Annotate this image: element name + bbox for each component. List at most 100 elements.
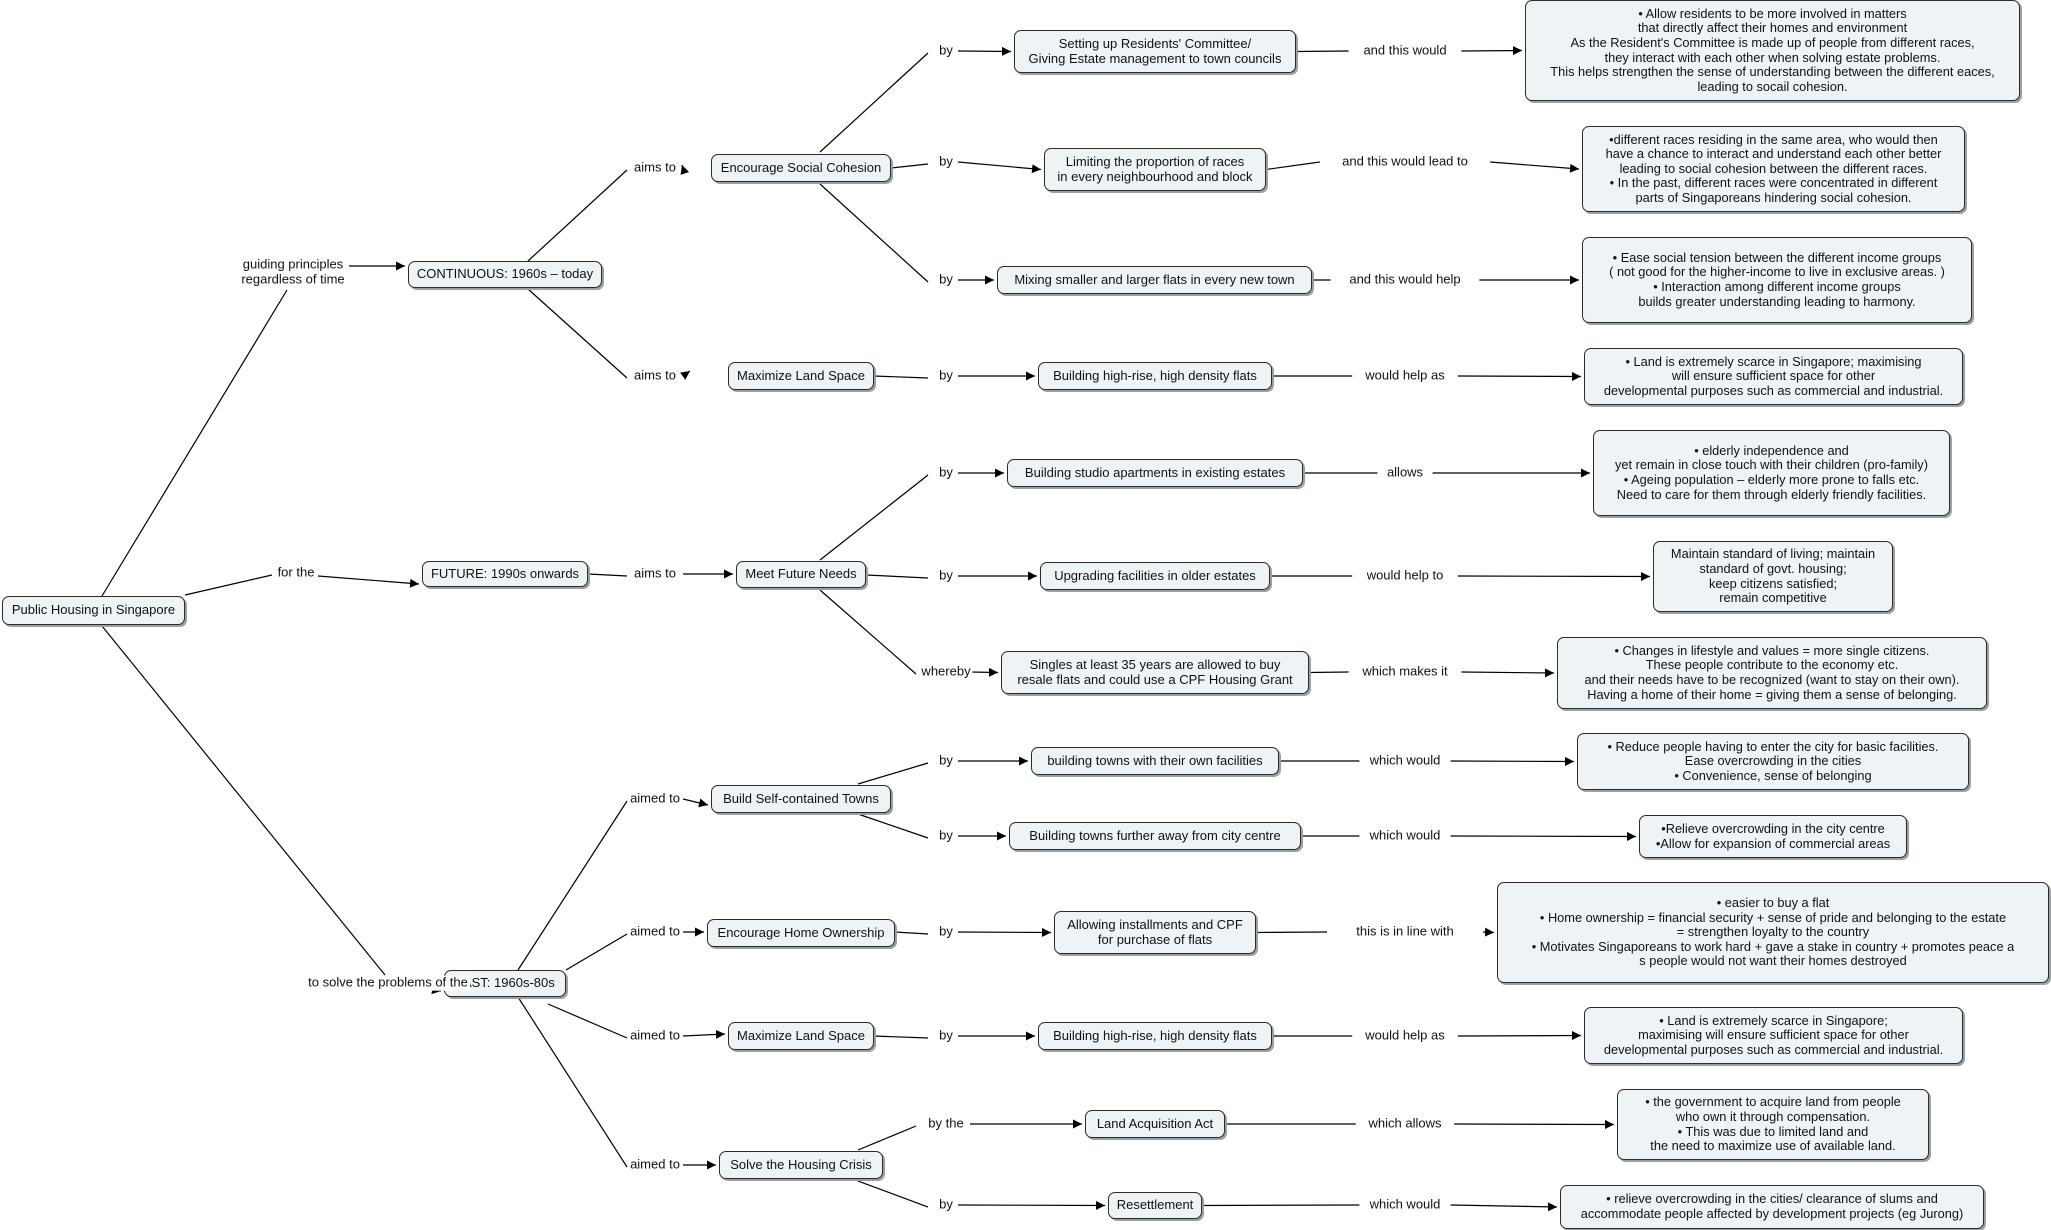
measure-m9[interactable]: Building towns further away from city ce… — [1009, 822, 1301, 850]
link-for-the: for the — [275, 564, 317, 581]
goal-link-g5: aimed to — [628, 923, 682, 940]
connector-line — [857, 813, 929, 839]
measure-link-m11: by — [937, 1027, 955, 1044]
measure-m7[interactable]: Singles at least 35 years are allowed to… — [1001, 651, 1309, 694]
goal-link-g4: aimed to — [628, 790, 682, 807]
connector-line — [1308, 671, 1349, 674]
result-link-m12: which allows — [1366, 1115, 1444, 1132]
connector-line — [857, 1125, 917, 1151]
measure-m3[interactable]: Mixing smaller and larger flats in every… — [997, 266, 1312, 294]
connector-line — [682, 798, 709, 808]
result-m10[interactable]: • easier to buy a flat • Home ownership … — [1497, 882, 2049, 983]
measure-m11[interactable]: Building high-rise, high density flats — [1038, 1022, 1272, 1050]
result-m8[interactable]: • Reduce people having to enter the city… — [1577, 733, 1969, 790]
link-to-solve-problems: to solve the problems of the — [306, 974, 470, 991]
goal-g7[interactable]: Solve the Housing Crisis — [719, 1151, 883, 1179]
connector-line — [1457, 371, 1582, 381]
connector-line — [1461, 46, 1523, 56]
goal-link-g7: aimed to — [628, 1156, 682, 1173]
connector-line — [680, 370, 691, 380]
connector-line — [957, 927, 1052, 937]
connector-line — [873, 1035, 929, 1039]
measure-m4[interactable]: Building high-rise, high density flats — [1038, 362, 1272, 390]
era-continuous[interactable]: CONTINUOUS: 1960s – today — [408, 261, 602, 288]
measure-link-m10: by — [937, 923, 955, 940]
measure-link-m5: by — [937, 464, 955, 481]
result-m2[interactable]: •different races residing in the same ar… — [1582, 126, 1965, 212]
connector-line — [1450, 756, 1575, 766]
connector-line — [857, 762, 929, 785]
goal-link-g6: aimed to — [628, 1027, 682, 1044]
goal-link-g2: aims to — [632, 367, 678, 384]
connector-line — [1450, 1202, 1558, 1212]
goal-g1[interactable]: Encourage Social Cohesion — [711, 154, 891, 182]
result-m3[interactable]: • Ease social tension between the differ… — [1582, 237, 1972, 323]
connector-line — [682, 1029, 726, 1039]
era-future[interactable]: FUTURE: 1990s onwards — [422, 561, 588, 587]
measure-m12[interactable]: Land Acquisition Act — [1085, 1110, 1225, 1138]
goal-g3[interactable]: Meet Future Needs — [736, 561, 866, 588]
measure-link-m7: whereby — [919, 663, 973, 680]
result-link-m1: and this would — [1361, 42, 1449, 59]
connector-line — [547, 1003, 628, 1039]
measure-m6[interactable]: Upgrading facilities in older estates — [1040, 562, 1270, 590]
root-node[interactable]: Public Housing in Singapore — [2, 596, 185, 625]
goal-g6[interactable]: Maximize Land Space — [728, 1022, 874, 1050]
result-link-m8: which would — [1367, 752, 1443, 769]
connector-line — [1457, 571, 1651, 581]
measure-m1[interactable]: Setting up Residents' Committee/ Giving … — [1014, 30, 1296, 73]
result-link-m4: would help as — [1363, 367, 1447, 384]
connector-line — [957, 161, 1042, 174]
goal-g2[interactable]: Maximize Land Space — [728, 362, 874, 390]
connector-line — [1295, 50, 1349, 53]
measure-m10[interactable]: Allowing installments and CPF for purcha… — [1054, 911, 1256, 954]
result-m9[interactable]: •Relieve overcrowding in the city centre… — [1639, 815, 1907, 858]
goal-link-g3: aims to — [632, 565, 678, 582]
measure-link-m12: by the — [926, 1115, 966, 1132]
measure-link-m9: by — [937, 827, 955, 844]
connector-line — [101, 625, 386, 976]
result-m13[interactable]: • relieve overcrowding in the cities/ cl… — [1560, 1185, 1984, 1229]
connector-line — [317, 575, 420, 588]
measure-link-m13: by — [937, 1196, 955, 1213]
connector-line — [517, 996, 628, 1168]
result-m6[interactable]: Maintain standard of living; maintain st… — [1653, 541, 1893, 612]
connector-line — [1482, 927, 1495, 937]
connector-line — [873, 375, 929, 379]
connector-line — [857, 1180, 929, 1208]
connector-line — [865, 574, 929, 579]
result-link-m3: and this would help — [1347, 271, 1463, 288]
result-m7[interactable]: • Changes in lifestyle and values = more… — [1557, 637, 1987, 709]
measure-link-m1: by — [937, 42, 955, 59]
connector-line — [680, 164, 690, 175]
result-link-m2: and this would lead to — [1340, 153, 1470, 170]
result-m4[interactable]: • Land is extremely scarce in Singapore;… — [1584, 348, 1963, 405]
connector-line — [517, 800, 628, 971]
goal-g4[interactable]: Build Self-contained Towns — [711, 785, 891, 813]
connector-line — [969, 667, 999, 677]
result-link-m6: would help to — [1364, 567, 1446, 584]
result-m11[interactable]: • Land is extremely scarce in Singapore;… — [1584, 1007, 1963, 1064]
measure-m5[interactable]: Building studio apartments in existing e… — [1007, 459, 1303, 487]
measure-m13[interactable]: Resettlement — [1108, 1192, 1202, 1219]
result-m1[interactable]: • Allow residents to be more involved in… — [1525, 0, 2020, 101]
measure-m8[interactable]: building towns with their own facilities — [1031, 747, 1279, 775]
connector-line — [101, 289, 288, 597]
connector-line — [1457, 1031, 1582, 1041]
result-m5[interactable]: • elderly independence and yet remain in… — [1593, 430, 1950, 516]
connector-line — [527, 169, 628, 262]
result-link-m7: which makes it — [1360, 663, 1450, 680]
connector-line — [1255, 931, 1328, 934]
connector-line — [527, 288, 628, 379]
connector-line — [890, 163, 929, 169]
connector-line — [894, 931, 929, 935]
result-m12[interactable]: • the government to acquire land from pe… — [1617, 1089, 1929, 1160]
goal-g5[interactable]: Encourage Home Ownership — [707, 919, 895, 947]
measure-link-m4: by — [937, 367, 955, 384]
measure-m2[interactable]: Limiting the proportion of races in ever… — [1044, 148, 1266, 191]
result-link-m9: which would — [1367, 827, 1443, 844]
link-guiding-principles: guiding principles regardless of time — [239, 256, 347, 287]
connector-line — [1201, 1204, 1360, 1207]
connector-line — [1265, 161, 1320, 171]
measure-link-m8: by — [937, 752, 955, 769]
